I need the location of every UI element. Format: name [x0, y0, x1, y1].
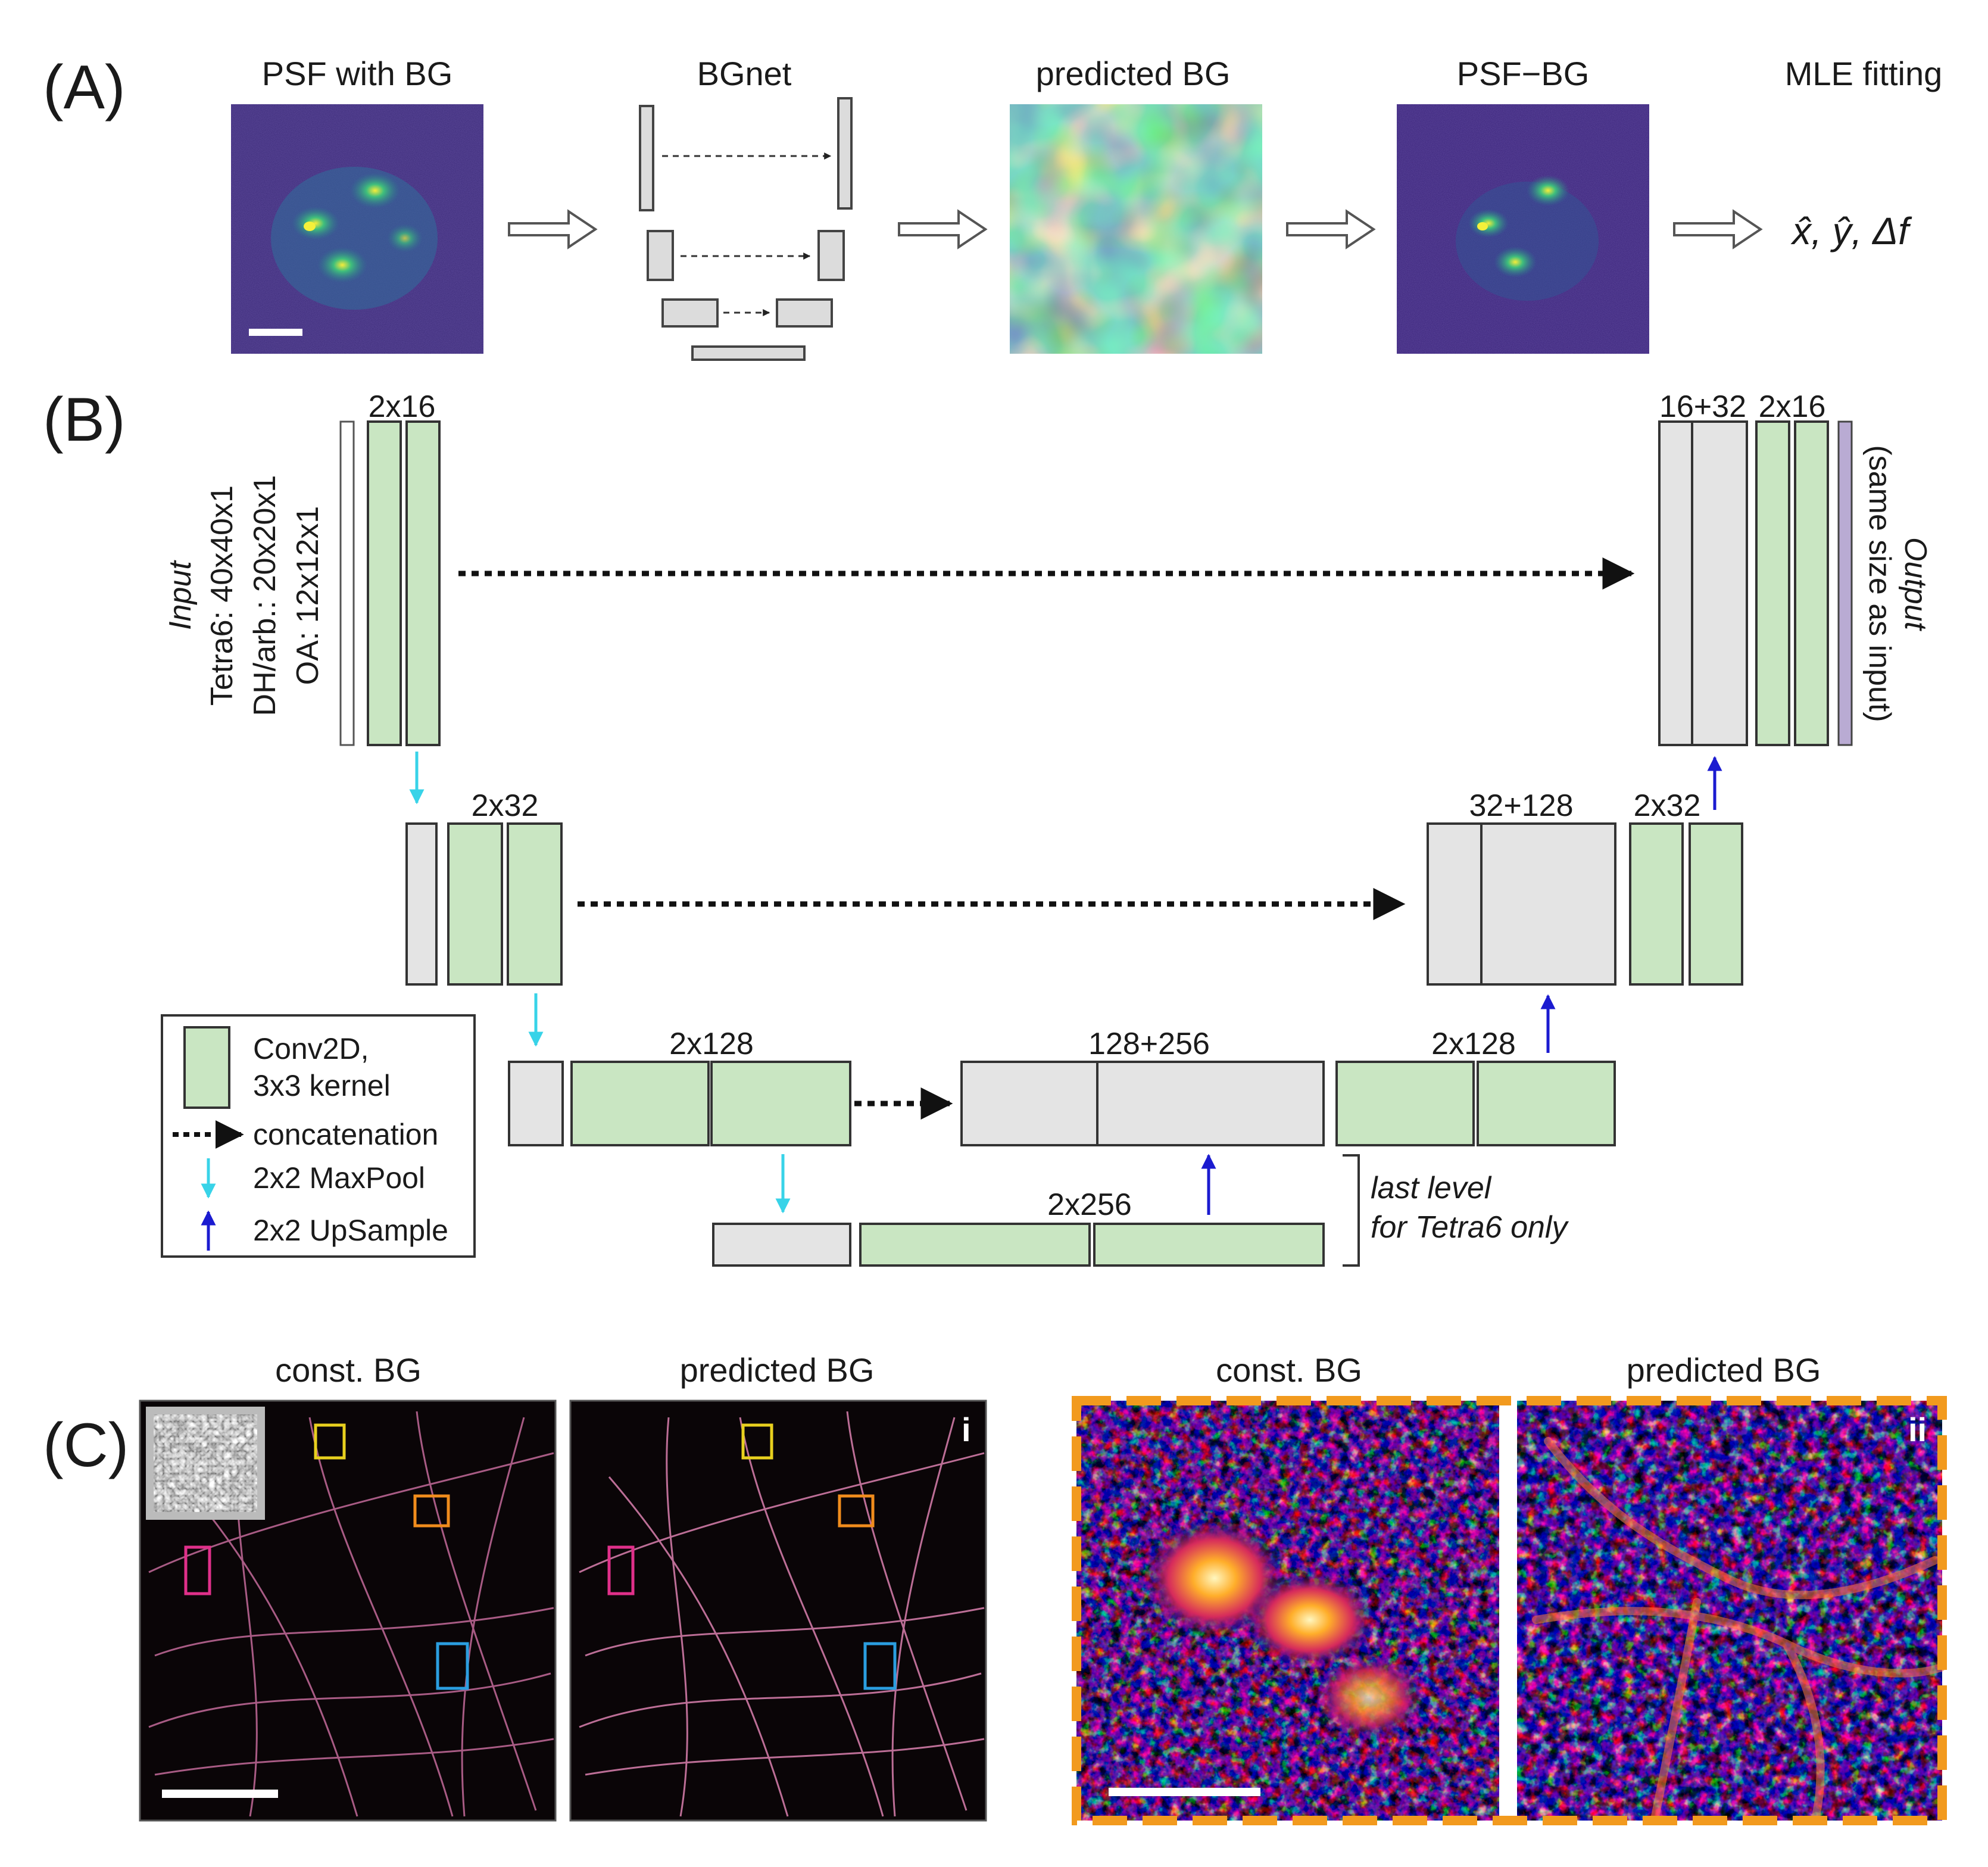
superres-const-bg-image [139, 1400, 557, 1822]
legend-maxpool: 2x2 MaxPool [253, 1161, 425, 1195]
dec3-concat-b [1096, 1061, 1325, 1146]
arrow-a2 [898, 209, 988, 250]
zoom-divider [1499, 1401, 1517, 1821]
input-label-group: Input Tetra6: 40x40x1 DH/arb.: 20x20x1 O… [163, 475, 325, 716]
scale-bar [249, 329, 302, 336]
bottom-conv-a [859, 1223, 1091, 1267]
zoom-predicted-bg-image: ii [1517, 1401, 1945, 1821]
roi-yellow-2 [741, 1423, 773, 1460]
dec3-conv-a [1335, 1061, 1475, 1146]
roi-orange [413, 1494, 450, 1528]
roi-blue-2 [863, 1642, 897, 1690]
dec1-conv-b [1794, 420, 1829, 746]
label-bottom: 2x256 [1047, 1187, 1132, 1222]
roi-orange-2 [838, 1494, 875, 1528]
label-dec2-concat: 32+128 [1469, 788, 1574, 823]
dec2-concat-b [1480, 822, 1616, 986]
psf-minus-bg-image [1397, 104, 1649, 354]
label-enc1: 2x16 [369, 389, 436, 424]
enc1-conv-b [405, 420, 441, 746]
roi-magenta-2 [607, 1545, 635, 1595]
title-c-zoom-predicted-bg: predicted BG [1627, 1351, 1821, 1389]
title-psf-with-bg: PSF with BG [262, 55, 453, 92]
enc3-conv-b [710, 1061, 851, 1146]
bgnet-skip-arrows [662, 152, 832, 316]
bgnet-schematic [639, 97, 853, 361]
arrow-a4 [1673, 209, 1763, 250]
bottom-pool [712, 1223, 851, 1267]
panel-a-label: (A) [43, 53, 126, 122]
label-enc3: 2x128 [669, 1027, 754, 1061]
output-label: Output [1898, 537, 1933, 632]
input-size-tetra6: Tetra6: 40x40x1 [205, 485, 239, 706]
last-level-bracket [1343, 1154, 1360, 1267]
dec1-conv-a [1755, 420, 1790, 746]
output-note: (same size as input) [1862, 445, 1897, 722]
scale-bar-c [162, 1790, 278, 1798]
enc3-conv-a [570, 1061, 710, 1146]
roi-magenta [184, 1545, 211, 1595]
output-label-group: Output (same size as input) [1862, 445, 1933, 722]
roi-yellow [314, 1423, 346, 1460]
dec1-concat-a [1658, 420, 1693, 746]
mle-estimates: x̂, ŷ, Δf [1790, 210, 1912, 253]
title-bgnet: BGnet [697, 55, 792, 92]
legend-conv-line2: 3x3 kernel [253, 1069, 391, 1102]
enc2-pool [405, 822, 438, 986]
superres-predicted-bg-image: i [569, 1400, 987, 1822]
panel-c-label: (C) [43, 1411, 129, 1480]
predicted-bg-image [1010, 104, 1262, 354]
panel-b-label: (B) [43, 385, 126, 454]
title-mle-fitting: MLE fitting [1785, 55, 1943, 92]
legend-conv-line1: Conv2D, [253, 1032, 369, 1065]
title-predicted-bg: predicted BG [1036, 55, 1231, 92]
scale-bar-zoom [1109, 1788, 1260, 1796]
marker-i: i [962, 1411, 971, 1448]
dec2-concat-a [1427, 822, 1483, 986]
legend-conv-swatch [183, 1026, 230, 1109]
zoom-border [1072, 1396, 1947, 1825]
label-dec2: 2x32 [1634, 788, 1701, 823]
dec2-conv-b [1689, 822, 1743, 986]
input-size-oa: OA: 12x12x1 [291, 506, 325, 685]
legend: Conv2D, 3x3 kernel concatenation 2x2 Max… [161, 1014, 476, 1258]
enc1-conv-a [367, 420, 402, 746]
label-enc2: 2x32 [472, 788, 539, 823]
last-level-note-2: for Tetra6 only [1371, 1210, 1569, 1245]
dec2-conv-a [1629, 822, 1684, 986]
legend-upsample: 2x2 UpSample [253, 1214, 448, 1247]
label-dec1: 2x16 [1759, 389, 1826, 424]
title-c-zoom-const-bg: const. BG [1216, 1351, 1362, 1389]
bottom-conv-b [1093, 1223, 1325, 1267]
panel-a: (A) PSF with BG BGnet predicted BG PSF−B… [43, 53, 1943, 361]
label-dec3: 2x128 [1431, 1027, 1516, 1061]
enc2-conv-b [507, 822, 563, 986]
title-psf-minus-bg: PSF−BG [1457, 55, 1590, 92]
legend-concat: concatenation [253, 1118, 438, 1151]
output-block [1837, 420, 1853, 746]
zoom-const-bg-image [1076, 1401, 1499, 1821]
marker-ii: ii [1908, 1411, 1927, 1448]
enc2-conv-a [447, 822, 503, 986]
input-size-dh: DH/arb.: 20x20x1 [248, 475, 282, 716]
dec3-concat-a [960, 1061, 1098, 1146]
label-dec3-concat: 128+256 [1088, 1027, 1210, 1061]
dec1-concat-b [1691, 420, 1748, 746]
title-c-const-bg: const. BG [275, 1351, 422, 1389]
label-dec1-concat: 16+32 [1659, 389, 1746, 424]
input-label: Input [163, 560, 198, 630]
dec3-conv-b [1477, 1061, 1616, 1146]
psf-with-bg-image [231, 104, 483, 354]
panel-c: (C) const. BG predicted BG const. BG pre… [43, 1351, 1947, 1825]
last-level-note-1: last level [1371, 1171, 1492, 1205]
arrow-a3 [1286, 209, 1376, 250]
panel-b: (B) Input Tetra6: 40x40x1 DH/arb.: 20x20… [43, 385, 1933, 1267]
title-c-predicted-bg: predicted BG [680, 1351, 875, 1389]
roi-blue [436, 1642, 469, 1690]
arrow-a1 [508, 209, 598, 250]
enc3-pool [508, 1061, 564, 1146]
input-block [339, 420, 355, 746]
